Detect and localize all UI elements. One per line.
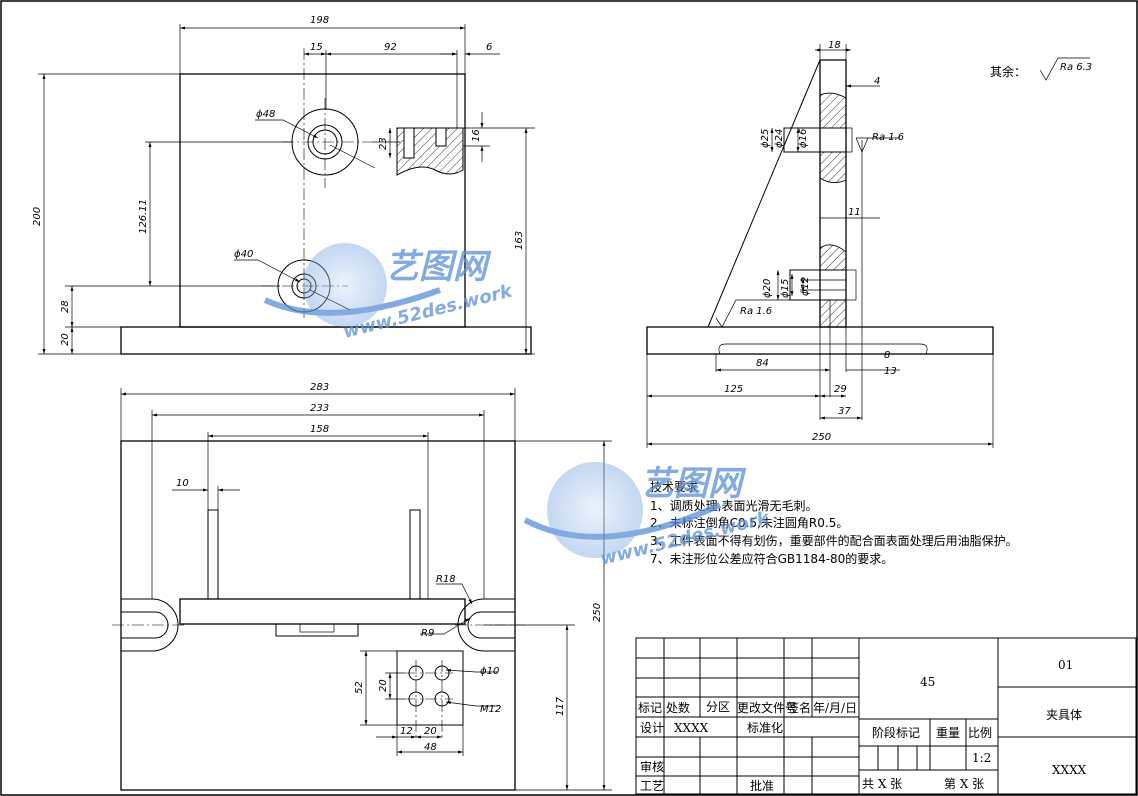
tb-review: 审核: [640, 759, 664, 774]
dim-37: 37: [838, 406, 851, 417]
tb-company: XXXX: [1052, 763, 1087, 777]
dim-20-vertical: 20: [378, 679, 389, 692]
dim-84: 84: [756, 358, 769, 369]
dim-48: 48: [424, 742, 437, 753]
tb-material: 45: [920, 675, 935, 689]
tb-process: 工艺: [640, 779, 664, 793]
dim-phi25: ϕ25: [760, 129, 771, 148]
tb-scale-label: 比例: [968, 726, 992, 740]
dim-4: 4: [874, 76, 880, 87]
dim-20-horizontal: 20: [424, 726, 437, 737]
tb-mark: 标记: [638, 701, 662, 715]
tech-requirement-item: 2、未标注倒角C0.5,未注圆角R0.5。: [650, 515, 848, 530]
tb-scale: 1:2: [972, 751, 991, 765]
tb-change-doc: 更改文件号: [737, 700, 797, 715]
tech-requirements: 技术要求 1、调质处理,表面光滑无毛刺。 2、未标注倒角C0.5,未注圆角R0.…: [650, 480, 1018, 566]
dim-r9: R9: [421, 628, 434, 639]
tb-signature: 签名: [787, 700, 811, 715]
tb-drawing-no: 01: [1058, 658, 1073, 672]
tb-part-name: 夹具体: [1046, 708, 1082, 722]
side-view: 18 4 ϕ25 ϕ24 ϕ16 Ra 1.6 11 ϕ20 ϕ15 ϕ12 R…: [646, 40, 994, 448]
tb-date: 年/月/日: [813, 701, 857, 715]
top-view: 283 233 158 10 R18 R9 250 ϕ10 52 20 M12 …: [112, 382, 612, 791]
roughness-note-value: Ra 6.3: [1060, 62, 1092, 73]
tb-zone: 分区: [706, 700, 730, 714]
tb-stage-mark: 阶段标记: [872, 725, 920, 740]
dim-250-top: 250: [592, 603, 603, 622]
tb-design-name: XXXX: [674, 721, 709, 735]
dim-m12: M12: [480, 704, 501, 715]
dim-117: 117: [555, 696, 566, 716]
tb-count: 处数: [666, 700, 690, 715]
title-block: 标记 处数 分区 更改文件号 签名 年/月/日 设计 XXXX 标准化 审核 工…: [635, 637, 1137, 795]
dim-163: 163: [514, 231, 525, 250]
dim-phi20: ϕ20: [762, 279, 773, 298]
dim-8: 8: [884, 350, 890, 361]
dim-12: 12: [400, 726, 413, 737]
dim-233: 233: [310, 403, 329, 414]
tb-approve: 批准: [750, 778, 774, 793]
dim-198: 198: [310, 15, 329, 26]
dim-29: 29: [834, 384, 847, 395]
dim-10: 10: [176, 478, 189, 489]
dim-125: 125: [724, 384, 743, 395]
tb-standardize: 标准化: [747, 721, 783, 735]
roughness-ra1: Ra 1.6: [872, 132, 904, 143]
dim-13: 13: [884, 366, 897, 377]
dim-52: 52: [354, 681, 365, 694]
dim-phi40: ϕ40: [234, 249, 253, 260]
tb-sheet-number: 第 X 张: [944, 777, 984, 791]
watermark-cn: 艺图网: [385, 247, 492, 287]
tech-requirement-item: 3、工件表面不得有划伤，重要部件的配合面表面处理后用油脂保护。: [650, 533, 1018, 548]
dim-phi48: ϕ48: [256, 109, 275, 120]
tech-requirement-item: 7、未注形位公差应符合GB1184-80的要求。: [650, 551, 893, 566]
tech-requirement-item: 1、调质处理,表面光滑无毛刺。: [650, 499, 817, 513]
dim-15: 15: [310, 42, 323, 53]
dim-phi24: ϕ24: [774, 129, 785, 148]
dim-11: 11: [848, 207, 861, 218]
dim-phi12: ϕ12: [800, 277, 811, 296]
tb-weight: 重量: [936, 726, 960, 740]
tb-total-sheets: 共 X 张: [862, 777, 902, 791]
watermark-cn: 艺图网: [640, 464, 747, 504]
dim-phi15: ϕ15: [780, 279, 791, 298]
dim-250-side: 250: [812, 432, 831, 443]
dim-200: 200: [32, 207, 43, 226]
dim-r18: R18: [436, 574, 456, 585]
dim-28: 28: [60, 300, 71, 313]
dim-phi16: ϕ16: [798, 129, 809, 148]
dim-18: 18: [828, 40, 841, 51]
tech-requirements-title: 技术要求: [650, 480, 698, 494]
dim-16: 16: [471, 129, 482, 142]
roughness-ra2: Ra 1.6: [740, 306, 772, 317]
front-view: 198 15 92 6 ϕ48 ϕ40 200 126.11 28 20 23 …: [32, 15, 535, 355]
dim-phi10: ϕ10: [480, 666, 499, 677]
dim-92: 92: [384, 42, 397, 53]
dim-23: 23: [378, 137, 389, 150]
dim-20: 20: [60, 333, 71, 346]
dim-6: 6: [486, 42, 492, 53]
dim-283: 283: [310, 382, 329, 393]
watermark-globe-icon: [303, 243, 387, 327]
dim-158: 158: [310, 424, 329, 435]
dim-126-11: 126.11: [138, 199, 149, 234]
roughness-note-label: 其余：: [990, 64, 1026, 79]
roughness-note: 其余： Ra 6.3: [990, 57, 1092, 81]
tb-design: 设计: [640, 721, 664, 735]
